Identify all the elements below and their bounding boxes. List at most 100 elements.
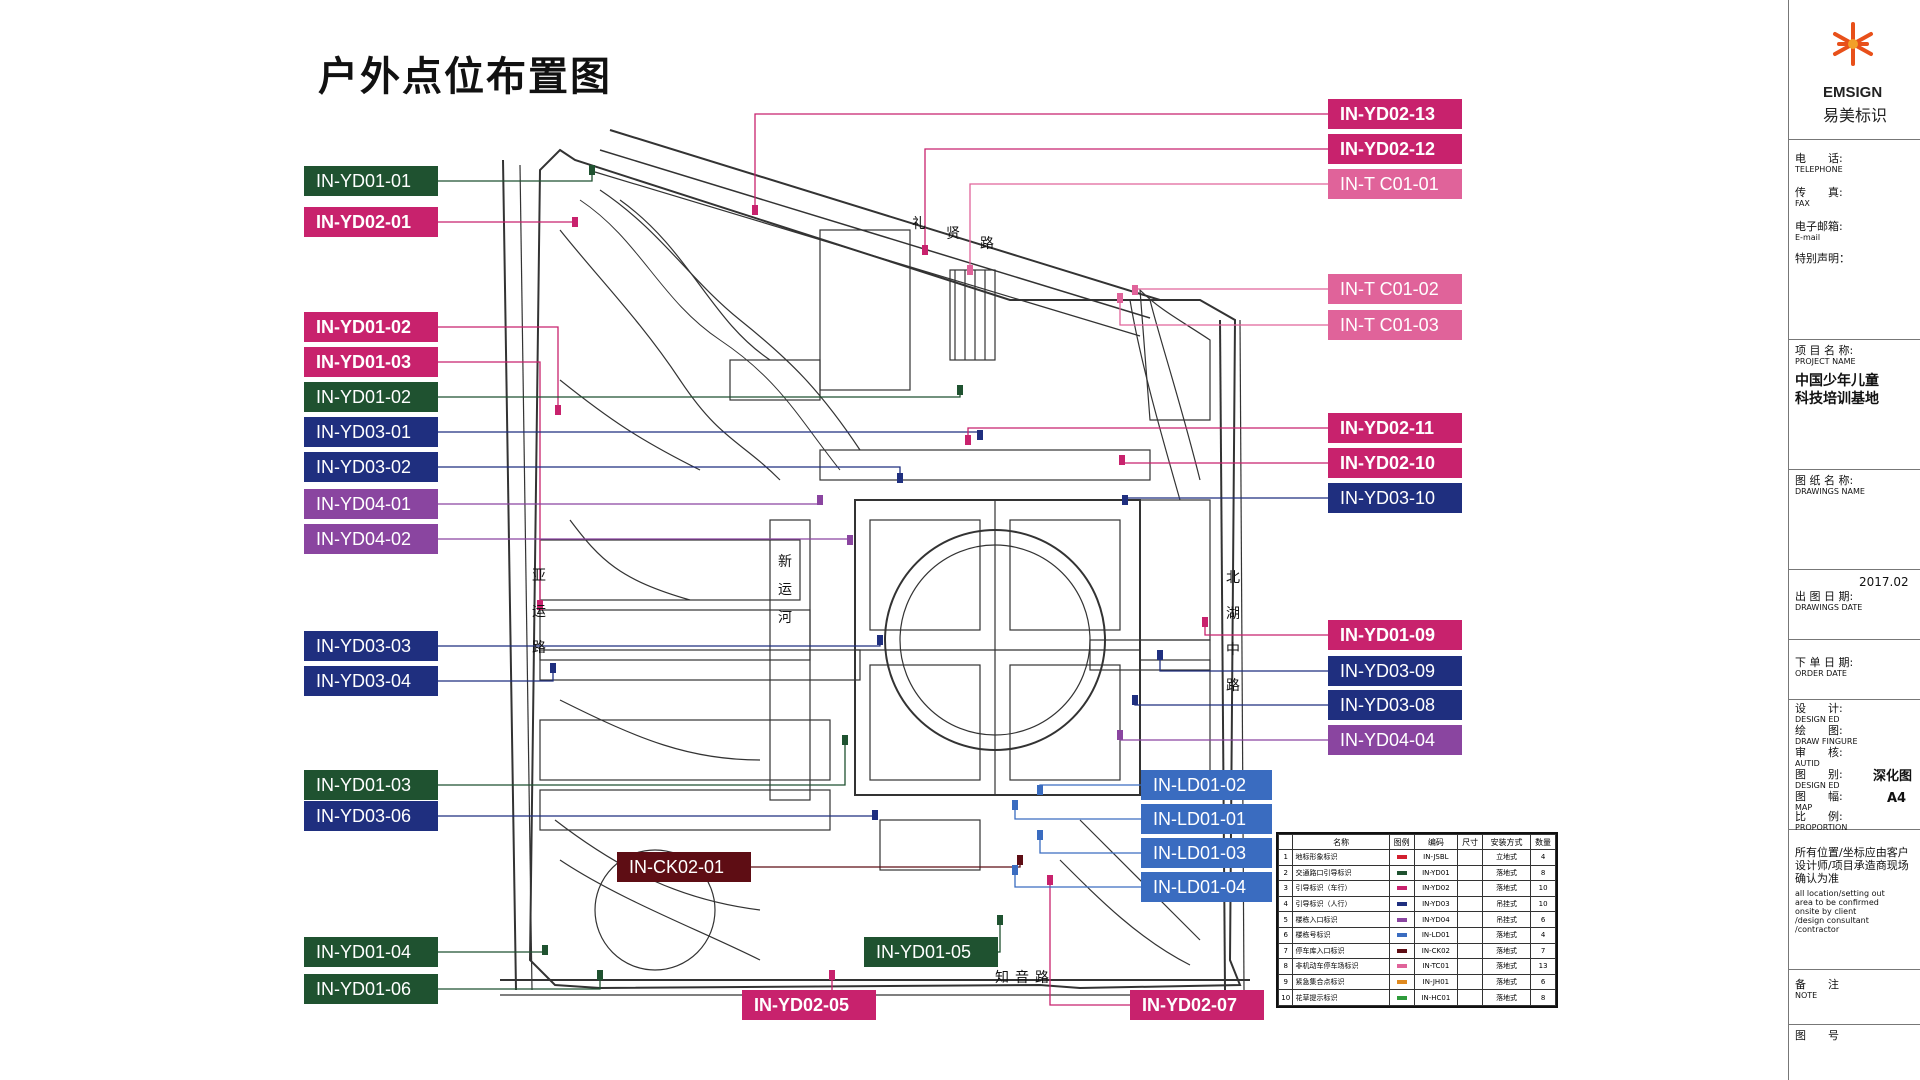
remarks-label-en: NOTE	[1795, 991, 1818, 1000]
sign-label: IN-YD02-01	[304, 207, 438, 237]
legend-cell-no: 8	[1277, 958, 1294, 975]
leader-line	[754, 113, 1328, 210]
sign-marker	[1017, 855, 1023, 865]
legend-cell-no: 7	[1277, 942, 1294, 960]
leader-line	[438, 326, 559, 410]
sign-marker	[965, 435, 971, 445]
legend-cell-name: 引导标识（车行）	[1292, 880, 1390, 897]
road-label-north: 礼	[912, 216, 926, 232]
legend-cell-code: IN-JSBL	[1413, 849, 1459, 866]
sign-label: IN-YD04-01	[304, 489, 438, 519]
legend-cell-name: 非机动车停车场标识	[1292, 958, 1390, 975]
legend-cell-mount: 落地式	[1481, 926, 1532, 944]
brand-cell: EMSIGN 易美标识	[1789, 0, 1920, 140]
sign-marker	[847, 535, 853, 545]
legend-cell-name: 停车库入口标识	[1292, 942, 1390, 960]
sign-label: IN-T C01-02	[1328, 274, 1462, 304]
leader-line	[438, 740, 846, 786]
canal	[769, 519, 811, 801]
central-quad	[869, 519, 981, 631]
legend-cell-mount: 落地式	[1481, 864, 1532, 882]
sign-marker	[1047, 875, 1053, 885]
leader-line	[969, 183, 1328, 270]
legend-header: 尺寸	[1457, 834, 1483, 850]
legend-cell-code: IN-LD01	[1413, 926, 1459, 944]
legend-symbol-icon	[1388, 942, 1415, 960]
contact-cell: 电 话:TELEPHONE 传 真:FAX 电子邮箱:E-mail 特别声明：	[1789, 140, 1920, 340]
sign-label: IN-YD03-08	[1328, 690, 1462, 720]
legend-cell-mount: 落地式	[1481, 989, 1532, 1006]
page-title: 户外点位布置图	[318, 54, 612, 100]
email-label: 电子邮箱:	[1795, 220, 1843, 233]
legend-cell-mount: 落地式	[1481, 942, 1532, 960]
sign-label: IN-YD02-05	[742, 990, 876, 1020]
road-label-canal: 河	[778, 610, 792, 626]
sign-marker	[1122, 495, 1128, 505]
leader-line	[438, 500, 821, 505]
sign-marker	[977, 430, 983, 440]
legend-cell-name: 引导标识（人行）	[1292, 895, 1390, 913]
north-road-line	[609, 129, 1161, 301]
telephone-label-en: TELEPHONE	[1795, 165, 1843, 174]
leader-line	[1014, 870, 1141, 888]
leader-line	[924, 148, 1328, 250]
drawing-name-label: 图 纸 名 称:	[1795, 474, 1854, 487]
sign-label: IN-YD03-01	[304, 417, 438, 447]
sign-label: IN-LD01-01	[1141, 804, 1272, 834]
legend-cell-qty: 6	[1530, 973, 1556, 991]
building-block	[729, 359, 821, 401]
leader-line	[438, 431, 981, 435]
sign-marker	[550, 663, 556, 673]
sign-label: IN-YD03-10	[1328, 483, 1462, 513]
legend-symbol-icon	[1388, 973, 1415, 991]
type-label-en: DESIGN ED	[1795, 781, 1840, 790]
drawing-no-cell: 图 号	[1789, 1025, 1920, 1080]
sign-marker	[1202, 617, 1208, 627]
road-label-west: 运	[532, 604, 546, 620]
landscape-path	[559, 229, 781, 481]
note-text-en: all location/setting out	[1795, 889, 1885, 898]
road-label-east: 北	[1226, 570, 1240, 586]
legend-cell-qty: 10	[1530, 895, 1556, 913]
landscape-path	[1079, 819, 1201, 941]
legend-symbol-icon	[1388, 849, 1415, 866]
central-quad	[869, 664, 981, 781]
sign-label: IN-YD01-05	[864, 937, 998, 967]
legend-cell-code: IN-YD02	[1413, 880, 1459, 897]
legend-cell-qty: 8	[1530, 864, 1556, 882]
ne-curve	[1139, 288, 1211, 421]
leader-line	[1049, 880, 1130, 1006]
draw-label-en: DRAW FINGURE	[1795, 737, 1858, 746]
size-label-en: MAP	[1795, 803, 1813, 812]
sign-marker	[1119, 455, 1125, 465]
sign-label: IN-LD01-03	[1141, 838, 1272, 868]
drawing-date-cell: 2017.02 出 图 日 期:DRAWINGS DATE	[1789, 570, 1920, 640]
legend-cell-no: 2	[1277, 864, 1294, 882]
sign-label: IN-YD01-01	[304, 166, 438, 196]
sign-label: IN-YD01-06	[304, 974, 438, 1004]
audit-label: 审 核:	[1795, 746, 1843, 759]
legend-cell-mount: 吊挂式	[1481, 895, 1532, 913]
legend-cell-name: 地标形象标识	[1292, 849, 1390, 866]
sign-marker	[1037, 785, 1043, 795]
legend-cell-size	[1457, 911, 1483, 928]
sign-label: IN-YD01-04	[304, 937, 438, 967]
brand-cn: 易美标识	[1823, 106, 1888, 125]
legend-cell-no: 9	[1277, 973, 1294, 991]
sign-marker	[922, 245, 928, 255]
size-label: 图 幅:	[1795, 790, 1843, 803]
landscape-path	[1149, 299, 1201, 481]
sign-marker	[555, 405, 561, 415]
sign-label: IN-YD02-10	[1328, 448, 1462, 478]
central-quad	[1009, 664, 1121, 781]
sign-marker	[542, 945, 548, 955]
project-cell: 项 目 名 称:PROJECT NAME 中国少年儿童 科技培训基地	[1789, 340, 1920, 470]
corridor	[819, 449, 1151, 481]
legend-header	[1277, 834, 1294, 850]
sign-marker	[1012, 865, 1018, 875]
legend-symbol-icon	[1388, 880, 1415, 897]
